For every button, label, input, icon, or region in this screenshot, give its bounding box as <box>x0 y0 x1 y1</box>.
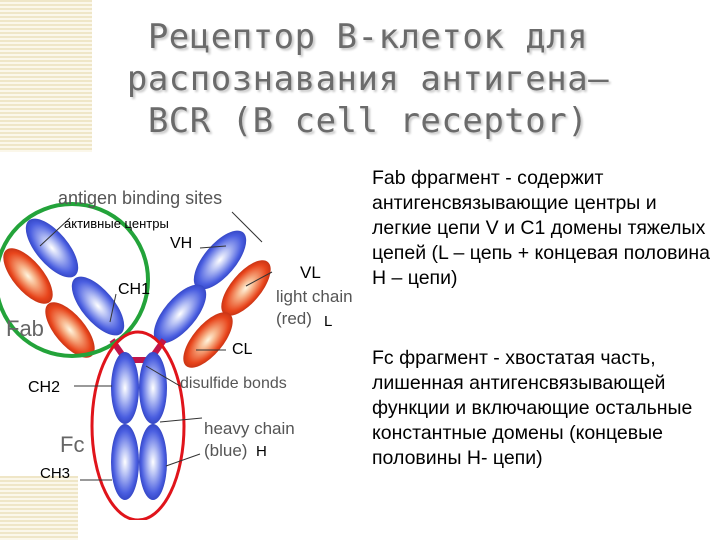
ch1-label: CH1 <box>118 281 150 298</box>
vl-label: VL <box>300 263 321 282</box>
slide-title: Рецептор B-клеток для распознавания анти… <box>88 16 648 142</box>
right-vh-domain <box>193 230 247 290</box>
disulfide-bonds-label: disulfide bonds <box>180 375 287 392</box>
left-vh-domain <box>25 218 79 278</box>
leader-lines <box>39 211 273 481</box>
left-light-chain <box>3 248 95 358</box>
fc-heavy-chains <box>111 352 167 500</box>
l-label: L <box>324 313 332 330</box>
right-ch1-domain <box>153 284 207 344</box>
left-ch3-domain <box>111 424 139 500</box>
ch2-label: CH2 <box>28 379 60 396</box>
light-chain-label: light chain <box>276 287 353 306</box>
left-ch1-domain <box>71 276 125 336</box>
right-vl-domain <box>221 260 271 316</box>
fab-description: Fab фрагмент - содержит антигенсвязывающ… <box>372 167 710 289</box>
heavy-chain-label: heavy chain <box>204 419 295 438</box>
left-heavy-chain <box>25 218 125 336</box>
fc-description: Fc фрагмент - хвостатая часть, лишенная … <box>372 347 693 469</box>
title-line-3: BCR (B cell receptor) <box>147 101 589 141</box>
right-ch3-domain <box>139 424 167 500</box>
fab-label: Fab <box>6 316 44 341</box>
right-light-chain <box>183 260 271 368</box>
ch3-label: CH3 <box>40 465 70 482</box>
title-line-2: распознавания антигена– <box>126 59 610 99</box>
title-line-1: Рецептор B-клеток для <box>147 17 589 57</box>
active-centers-label: активные центры <box>64 216 169 231</box>
heavy-chain-color-label: (blue) <box>204 441 247 460</box>
fc-label: Fc <box>60 432 84 457</box>
cl-label: CL <box>232 341 253 358</box>
antigen-binding-sites-label: antigen binding sites <box>58 190 222 208</box>
right-cl-domain <box>183 312 233 368</box>
left-vl-domain <box>3 248 53 304</box>
left-ch2-domain <box>111 352 139 424</box>
bcr-diagram: antigen binding sites активные центры VH… <box>0 190 353 520</box>
decorative-stripes-bottom <box>0 476 78 540</box>
hinge-region <box>109 338 167 363</box>
fc-highlight-oval <box>90 330 186 520</box>
fab-highlight-circle <box>0 202 150 358</box>
right-heavy-chain <box>153 230 247 344</box>
vh-label: VH <box>170 235 192 252</box>
right-ch2-domain <box>139 352 167 424</box>
decorative-stripes-top <box>0 0 92 152</box>
h-label: H <box>256 443 267 460</box>
left-cl-domain <box>45 302 95 358</box>
light-chain-color-label: (red) <box>276 309 312 328</box>
